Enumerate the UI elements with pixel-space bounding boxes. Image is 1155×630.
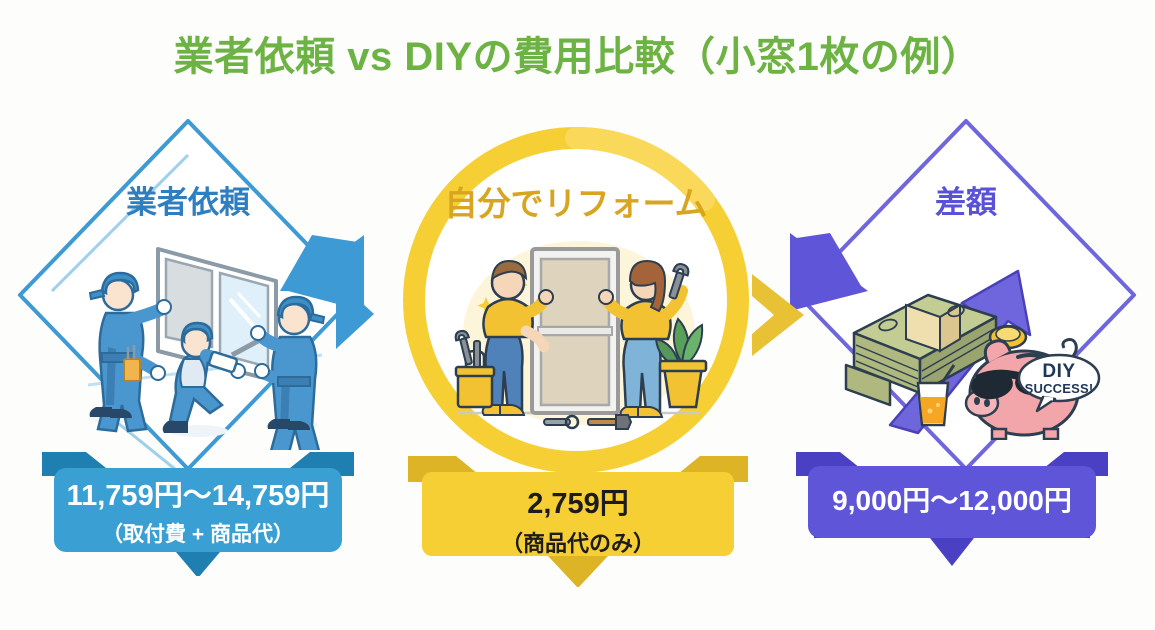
diy-success-badge: DIY SUCCESS! — [1017, 353, 1101, 413]
panel-heading-contractor: 業者依頼 — [126, 185, 250, 220]
panel-heading-diy: 自分でリフォーム — [444, 185, 708, 222]
panel-contractor: 業者依頼 — [12, 115, 364, 485]
panel-diy: 自分でリフォーム — [400, 115, 1101, 485]
price-banner-savings: 9,000円〜12,000円 — [796, 446, 1108, 566]
page-title: 業者依頼 vs DIYの費用比較（小窓1枚の例） — [173, 35, 982, 79]
price-banner-contractor: 11,759円〜14,759円 （取付費 + 商品代） — [42, 446, 354, 576]
chevron-right-icon-blue — [332, 275, 378, 358]
illustration-workers-installing-window — [80, 235, 330, 455]
chevron-right-icon-yellow — [752, 272, 808, 363]
price-banner-diy: 2,759円 （商品代のみ） — [408, 452, 748, 587]
illustration-diy-couple — [448, 235, 710, 450]
panel-savings: 差額 — [790, 115, 1142, 485]
panel-heading-savings: 差額 — [935, 185, 997, 220]
